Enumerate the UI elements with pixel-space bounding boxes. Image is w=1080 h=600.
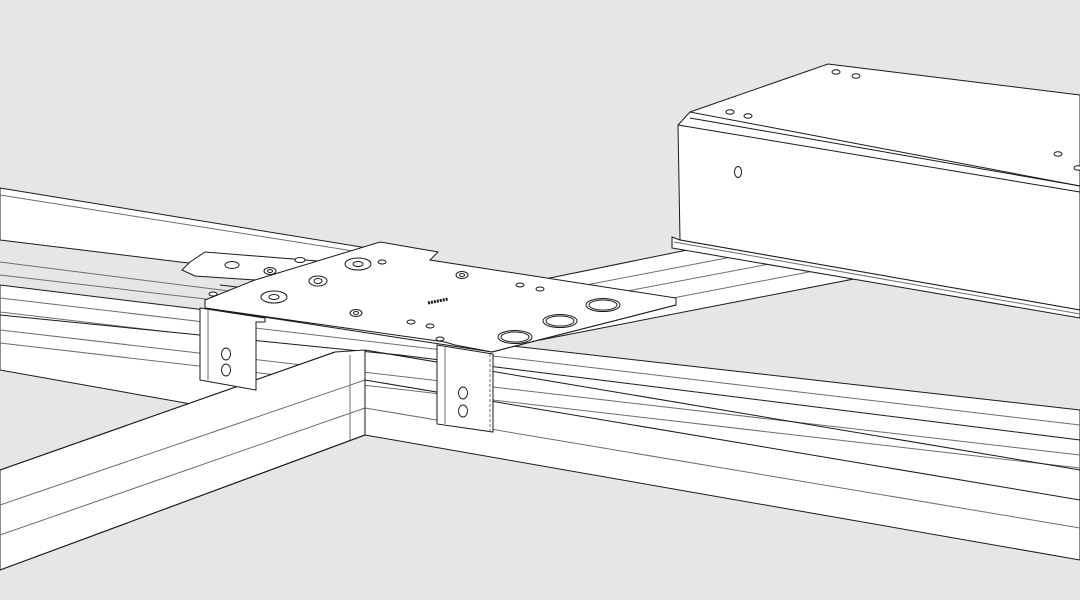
bracket-right-leg bbox=[436, 344, 494, 433]
bracket-left-leg bbox=[199, 307, 266, 391]
mounting-bracket-plate bbox=[204, 241, 677, 353]
grid-cross-rail bbox=[0, 349, 366, 571]
right-fixture-housing bbox=[671, 63, 1080, 319]
